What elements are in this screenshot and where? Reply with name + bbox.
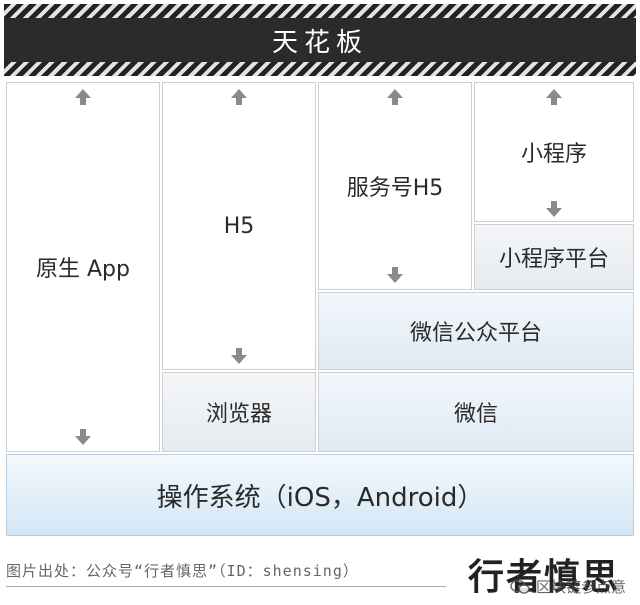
ceiling-bar: 天花板 bbox=[4, 4, 636, 76]
arrow-up-icon bbox=[545, 88, 563, 106]
wechat-label: 微信 bbox=[453, 402, 498, 427]
h5-label: H5 bbox=[223, 213, 255, 239]
mini-program-platform-cell: 小程序平台 bbox=[474, 224, 634, 290]
arrow-up-icon bbox=[74, 88, 92, 106]
arrow-up-icon bbox=[386, 88, 404, 106]
caption-divider bbox=[6, 586, 446, 587]
arrow-down-icon bbox=[545, 200, 563, 218]
h5-cell: H5 bbox=[162, 82, 316, 370]
arrow-down-icon bbox=[230, 347, 248, 365]
os-cell: 操作系统（iOS，Android） bbox=[6, 454, 634, 536]
browser-cell: 浏览器 bbox=[162, 372, 316, 452]
arrow-down-icon bbox=[386, 266, 404, 284]
watermark: 区块链参点意 bbox=[510, 576, 626, 597]
native-app-cell: 原生 App bbox=[6, 82, 160, 452]
native-app-label: 原生 App bbox=[36, 257, 130, 282]
ceiling-label: 天花板 bbox=[4, 18, 636, 62]
mini-program-platform-label: 小程序平台 bbox=[498, 247, 609, 272]
wechat-public-platform-cell: 微信公众平台 bbox=[318, 292, 634, 370]
wechat-cell: 微信 bbox=[318, 372, 634, 452]
watermark-text: 区块链参点意 bbox=[536, 578, 627, 596]
arrow-down-icon bbox=[74, 428, 92, 446]
image-source-caption: 图片出处：公众号“行者慎思”（ID：shensing） bbox=[6, 562, 359, 580]
brand-logo: 行者慎思 bbox=[468, 556, 621, 598]
ceiling-stripe-bottom bbox=[4, 62, 636, 76]
os-label: 操作系统（iOS，Android） bbox=[156, 482, 484, 513]
service-h5-label: 服务号H5 bbox=[346, 176, 444, 201]
mini-program-cell: 小程序 bbox=[474, 82, 634, 222]
mini-program-label: 小程序 bbox=[520, 142, 587, 167]
wechat-icon bbox=[510, 579, 530, 595]
arrow-up-icon bbox=[230, 88, 248, 106]
wechat-public-platform-label: 微信公众平台 bbox=[409, 321, 542, 346]
service-h5-cell: 服务号H5 bbox=[318, 82, 472, 290]
browser-label: 浏览器 bbox=[205, 402, 272, 427]
ceiling-stripe-top bbox=[4, 4, 636, 18]
